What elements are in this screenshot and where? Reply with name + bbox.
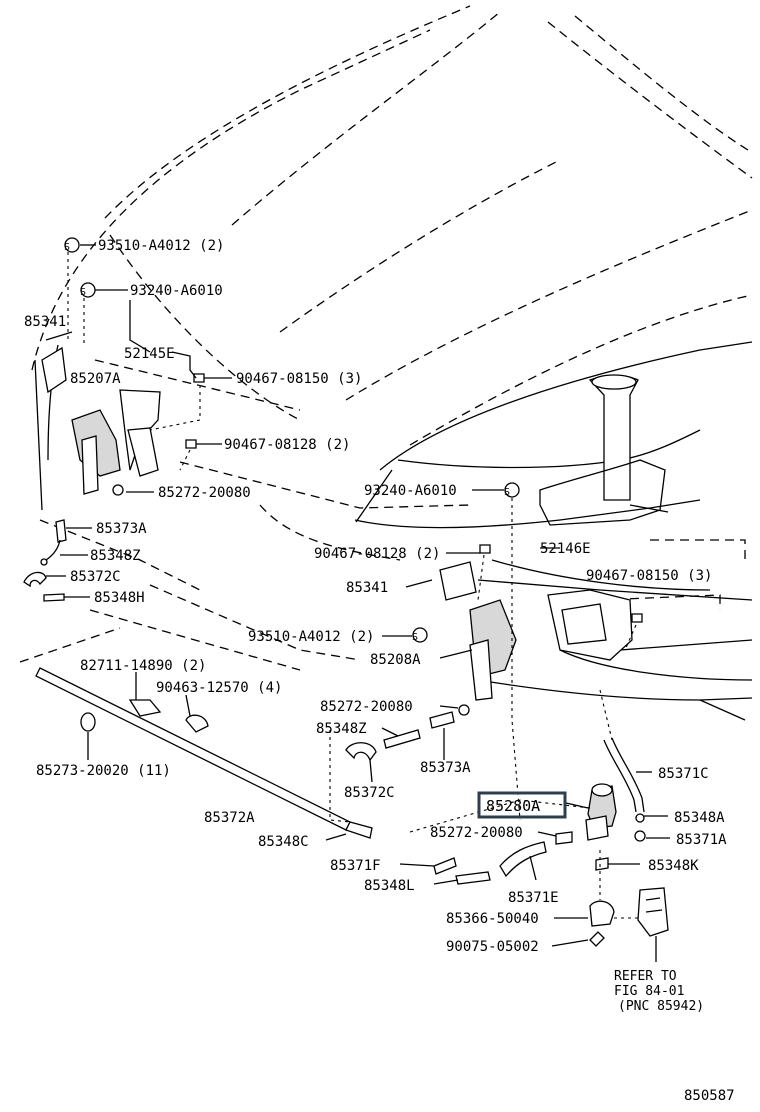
label-85348c[interactable]: 85348C xyxy=(258,834,309,850)
refer-note-line2[interactable]: FIG 84-01 xyxy=(614,984,684,999)
s-mark: S xyxy=(64,242,70,253)
label-85348l[interactable]: 85348L xyxy=(364,878,415,894)
label-85348z-right[interactable]: 85348Z xyxy=(316,721,367,737)
label-90467-08128-left[interactable]: 90467-08128 (2) xyxy=(224,437,350,453)
label-85371e[interactable]: 85371E xyxy=(508,890,559,906)
label-85371f[interactable]: 85371F xyxy=(330,858,381,874)
label-85348h[interactable]: 85348H xyxy=(94,590,145,606)
refer-note-line1: REFER TO xyxy=(614,969,677,984)
label-85208a[interactable]: 85208A xyxy=(370,652,421,668)
label-52145e[interactable]: 52145E xyxy=(124,346,175,362)
s-marks: S S S S xyxy=(64,242,510,643)
label-85280a[interactable]: 85280A xyxy=(486,797,540,815)
fasteners xyxy=(64,237,643,947)
label-90467-08150-right[interactable]: 90467-08150 (3) xyxy=(586,568,712,584)
label-85373a-right[interactable]: 85373A xyxy=(420,760,471,776)
pump-clamp xyxy=(589,887,669,937)
s-mark: S xyxy=(412,632,418,643)
label-85371a[interactable]: 85371A xyxy=(676,832,727,848)
label-52146e[interactable]: 52146E xyxy=(540,541,591,557)
routing-lines xyxy=(67,252,640,919)
hoses xyxy=(23,519,646,885)
label-90463-12570[interactable]: 90463-12570 (4) xyxy=(156,680,282,696)
highlight-box xyxy=(477,791,567,819)
label-85373a-left[interactable]: 85373A xyxy=(96,521,147,537)
label-90467-08128-right[interactable]: 90467-08128 (2) xyxy=(314,546,440,562)
label-85348k[interactable]: 85348K xyxy=(648,858,699,874)
label-85272-20080-mid[interactable]: 85272-20080 xyxy=(320,699,413,715)
leader-lines xyxy=(46,244,670,962)
label-85207a[interactable]: 85207A xyxy=(70,371,121,387)
label-85272-20080-left[interactable]: 85272-20080 xyxy=(158,485,251,501)
diagram-id: 850587 xyxy=(684,1088,735,1104)
body-outline xyxy=(19,5,753,671)
part-labels: 93510-A4012 (2) 93240-A6010 85341 52145E… xyxy=(24,238,735,1104)
label-90467-08150-left[interactable]: 90467-08150 (3) xyxy=(236,371,362,387)
left-nozzle-assembly xyxy=(41,346,161,496)
s-mark: S xyxy=(80,287,86,298)
label-93240-a6010-left[interactable]: 93240-A6010 xyxy=(130,283,223,299)
washer-tank xyxy=(539,374,669,526)
label-85366-50040[interactable]: 85366-50040 xyxy=(446,911,539,927)
label-85341-right[interactable]: 85341 xyxy=(346,580,388,596)
label-85341-left[interactable]: 85341 xyxy=(24,314,66,330)
washer-pump xyxy=(585,783,617,841)
label-85372c-right[interactable]: 85372C xyxy=(344,785,395,801)
label-93510-a4012-right[interactable]: 93510-A4012 (2) xyxy=(248,629,374,645)
label-85371c[interactable]: 85371C xyxy=(658,766,709,782)
label-82711-14890[interactable]: 82711-14890 (2) xyxy=(80,658,206,674)
right-nozzle-assembly xyxy=(439,561,633,716)
label-90075-05002[interactable]: 90075-05002 xyxy=(446,939,539,955)
label-85372c-left[interactable]: 85372C xyxy=(70,569,121,585)
label-85273-20020[interactable]: 85273-20020 (11) xyxy=(36,763,171,779)
label-93240-a6010-right[interactable]: 93240-A6010 xyxy=(364,483,457,499)
refer-note-line3: (PNC 85942) xyxy=(618,999,704,1014)
label-85348a[interactable]: 85348A xyxy=(674,810,725,826)
label-85372a[interactable]: 85372A xyxy=(204,810,255,826)
label-85272-20080-pump[interactable]: 85272-20080 xyxy=(430,825,523,841)
label-85348z-left[interactable]: 85348Z xyxy=(90,548,141,564)
s-mark: S xyxy=(504,487,510,498)
label-93510-a4012-left[interactable]: 93510-A4012 (2) xyxy=(98,238,224,254)
